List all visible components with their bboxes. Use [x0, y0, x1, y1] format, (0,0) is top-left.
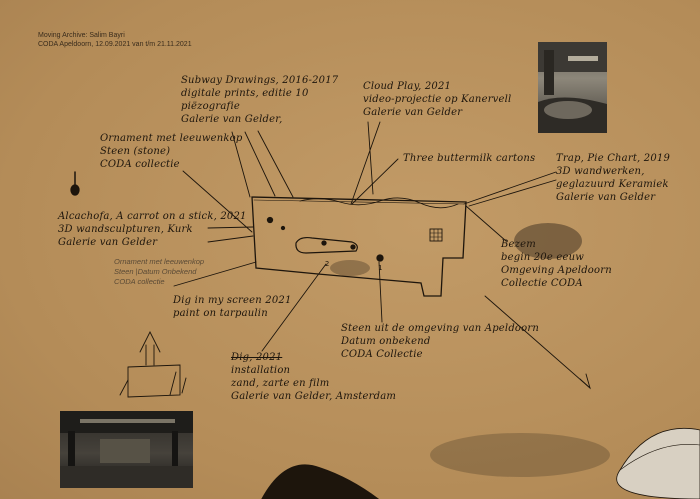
- shovel-icon: [70, 171, 80, 196]
- header-dates: CODA Apeldoorn, 12.09.2021 van t/m 21.11…: [38, 41, 192, 48]
- label-alcachofa: Alcachofa, A carrot on a stick, 2021 3D …: [58, 211, 247, 248]
- header-title: Moving Archive: Salim Bayri: [38, 32, 125, 39]
- label-dig-installation: Dig, 2021 installation zand, zarte en fi…: [231, 352, 397, 402]
- label-subway-drawings: Subway Drawings, 2016-2017 digitale prin…: [181, 75, 339, 125]
- photo-installation-view: [60, 411, 193, 488]
- label-ornament-printed: Ornament met leeuwenkop Steen |Datum Onb…: [114, 257, 205, 286]
- dig-installation-shape: [295, 236, 358, 254]
- sand-mound: [261, 464, 380, 499]
- building-outline: [251, 196, 467, 297]
- floor-number-2: 2: [325, 260, 329, 268]
- label-cloud-play: Cloud Play, 2021 video-projectie op Kane…: [363, 81, 512, 118]
- label-steen-apeldoorn: Steen uit de omgeving van Apeldoorn Datu…: [341, 323, 539, 360]
- bench-sketch-icon: [119, 330, 187, 398]
- photo-exhibition-space: [538, 42, 607, 133]
- label-dig-in-my-screen: Dig in my screen 2021 paint on tarpaulin: [173, 295, 292, 319]
- label-buttermilk-cartons: Three buttermilk cartons: [403, 153, 536, 164]
- label-ornament-stone: Ornament met leeuwenkop Steen (stone) CO…: [100, 133, 243, 170]
- floor-number-1: 1: [378, 264, 382, 272]
- label-trap-pie-chart: Trap, Pie Chart, 2019 3D wandwerken, geg…: [556, 153, 671, 203]
- trap-grid-marker: [429, 228, 443, 242]
- label-bezem: Bezem begin 20e eeuw Omgeving Apeldoorn …: [501, 239, 612, 289]
